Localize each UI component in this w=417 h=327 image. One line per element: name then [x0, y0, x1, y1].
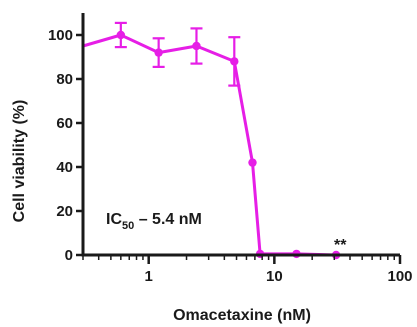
data-point	[116, 30, 126, 40]
ic50-subscript: 50	[122, 220, 134, 232]
y-tick-label: 100	[48, 27, 73, 44]
ic50-prefix: IC	[106, 211, 122, 228]
x-tick-label: 10	[266, 268, 283, 285]
data-point	[248, 158, 257, 167]
data-point	[230, 57, 239, 66]
ic50-value: – 5.4 nM	[134, 211, 202, 228]
ic50-annotation: IC50 – 5.4 nM	[106, 211, 202, 232]
significance-marker: **	[334, 237, 347, 254]
x-axis-title: Omacetaxine (nM)	[173, 307, 311, 324]
y-tick-label: 80	[56, 71, 73, 88]
y-axis-title: Cell viability (%)	[11, 100, 28, 223]
y-tick-label: 0	[65, 247, 73, 264]
y-tick-label: 40	[56, 159, 73, 176]
y-tick-label: 60	[56, 115, 73, 132]
axes: 0 20 40 60 80 100 1 10 100	[48, 13, 413, 285]
data-point	[192, 41, 201, 51]
x-tick-label: 100	[387, 268, 412, 285]
data-point	[154, 48, 163, 57]
x-tick-label: 1	[145, 268, 153, 285]
y-tick-label: 20	[56, 203, 73, 220]
